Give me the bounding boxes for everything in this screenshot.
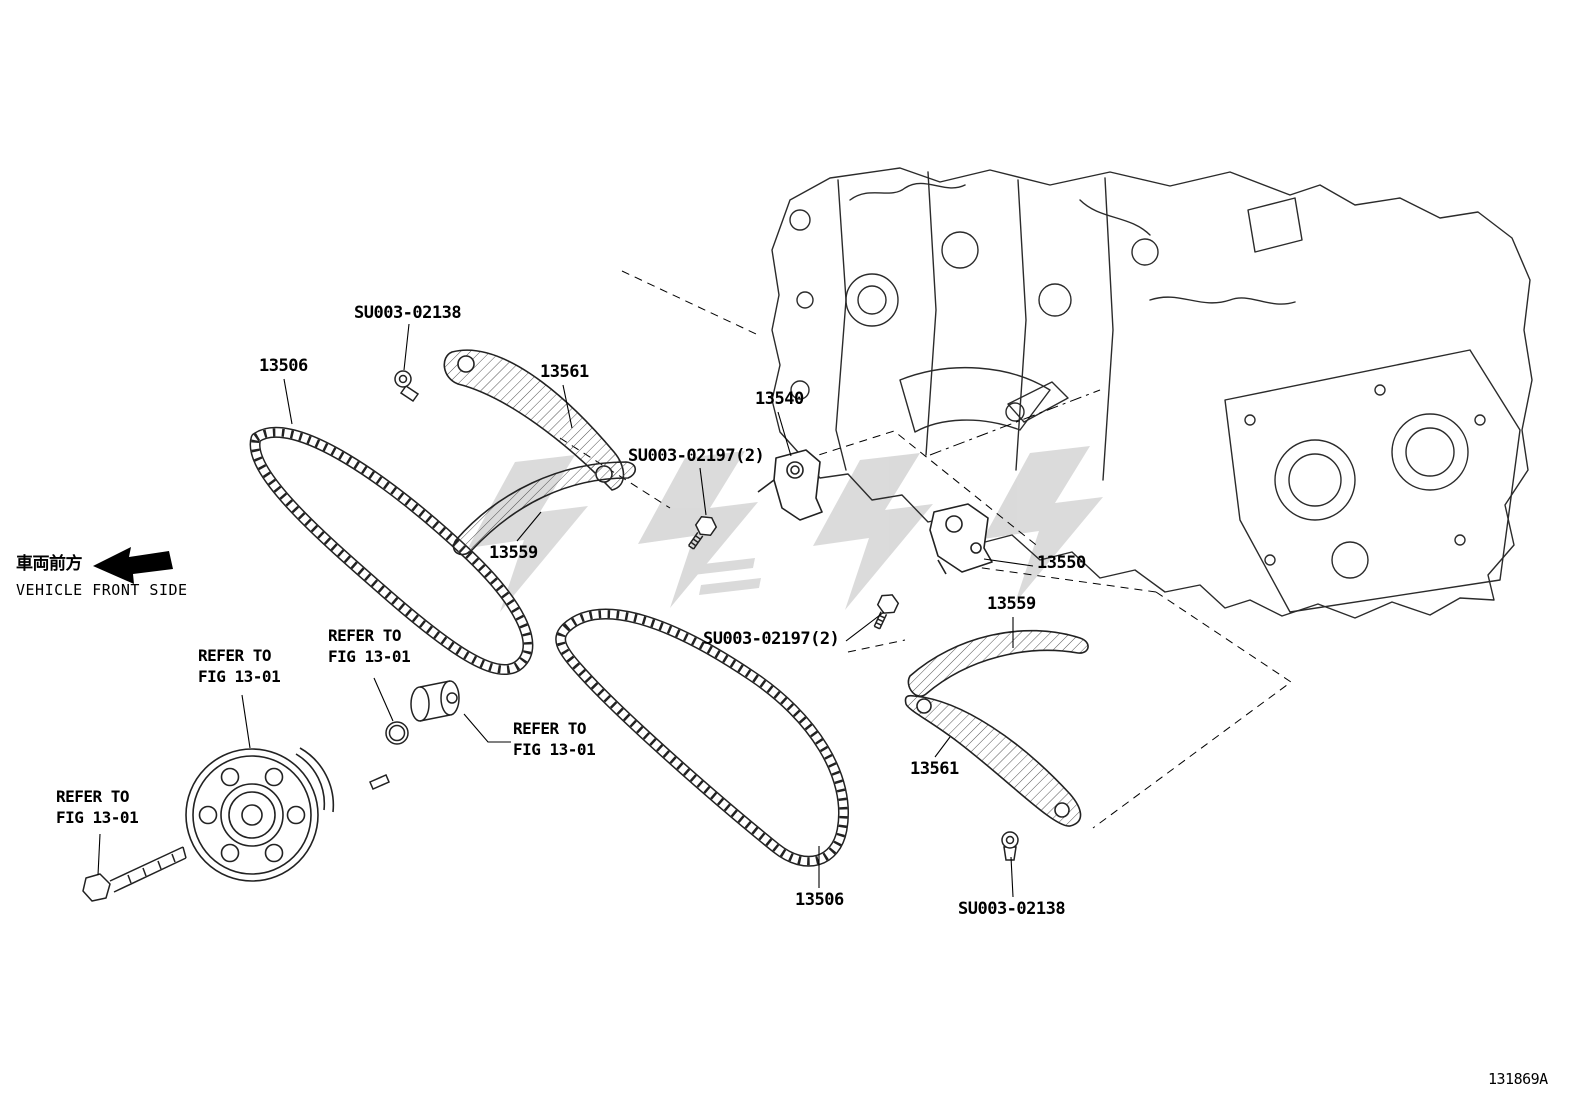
part-label-13540: 13540 [755,389,804,409]
idler-assembly [369,680,460,790]
bolt-su003-02138-top [394,370,420,403]
part-label-13506-bottom: 13506 [795,890,844,910]
crank-pulley-long-bolt [82,846,187,902]
part-label-13561-bottom: 13561 [910,759,959,779]
part-label-su003-02138-top: SU003-02138 [354,303,462,323]
leader-lines [97,323,1034,898]
part-label-13506-left: 13506 [259,356,308,376]
part-label-13561-top: 13561 [540,362,589,382]
part-label-13559-left: 13559 [489,543,538,563]
bolt-su003-02138-bottom [1001,831,1019,861]
chain-guide-13561-rear [904,694,1082,827]
vehicle-front-label-jp: 車両前方 [16,554,83,574]
part-label-su003-02197-bottom: SU003-02197(2) [703,629,840,649]
refer-note-mid: REFER TO FIG 13-01 [513,719,596,759]
vehicle-front-label-en: VEHICLE FRONT SIDE [16,581,188,599]
tensioner-13540 [757,449,823,521]
timing-chain-front [249,427,534,675]
timing-chain-rear [555,608,849,867]
part-label-13559-right: 13559 [987,594,1036,614]
chain-guide-13559-rear [907,629,1089,697]
part-label-su003-02197-top: SU003-02197(2) [628,446,765,466]
crank-pulley [185,747,335,882]
refer-note-bottom-left: REFER TO FIG 13-01 [56,787,139,827]
construction-lines [559,270,1292,829]
part-label-su003-02138-bottom: SU003-02138 [958,899,1066,919]
crank-axis-line [929,389,1101,456]
chain-guide-13559-front [452,461,637,556]
part-label-13550: 13550 [1037,553,1086,573]
engine-block [771,167,1533,619]
bolt-su003-02197-bottom [873,594,900,630]
refer-note-left: REFER TO FIG 13-01 [198,646,281,686]
refer-note-center: REFER TO FIG 13-01 [328,626,411,666]
bolt-su003-02197-top [688,515,718,550]
tensioner-13550 [929,503,993,575]
drawing-number: 131869A [1488,1070,1548,1088]
vehicle-front-arrow [93,547,173,584]
